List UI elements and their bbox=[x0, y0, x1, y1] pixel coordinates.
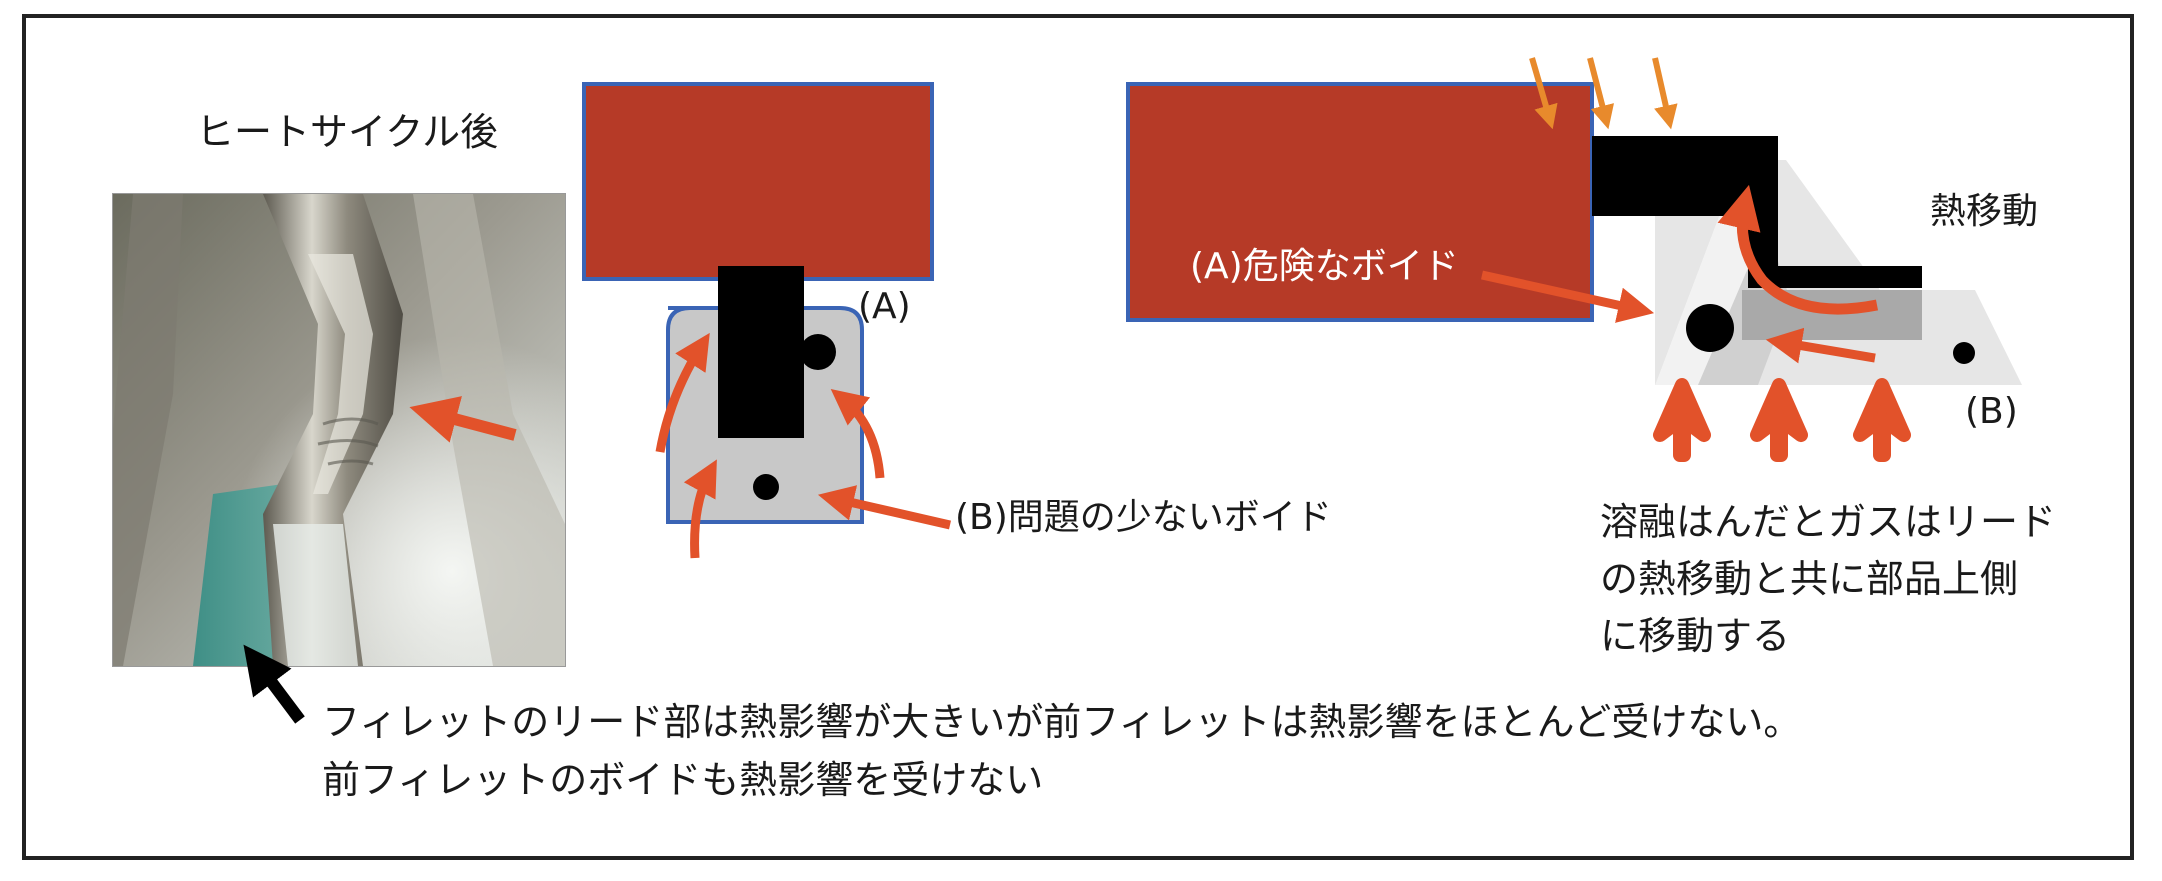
photo-fillet-arrow bbox=[409, 396, 517, 443]
right-void-b bbox=[1953, 342, 1975, 364]
left-void-b-arrow bbox=[817, 485, 952, 530]
right-explanation-line-1: 溶融はんだとガスはリード bbox=[1600, 500, 2057, 544]
left-void-b bbox=[753, 474, 779, 500]
right-flow-arrow-horizontal bbox=[1765, 327, 1876, 364]
bottom-caption-line-1: フィレットのリード部は熱影響が大きいが前フィレットは熱影響をほとんど受けない。 bbox=[322, 700, 1802, 744]
right-label-b: (B) bbox=[1965, 391, 2018, 432]
left-flow-arrow-1 bbox=[655, 332, 710, 453]
left-flow-arrow-2 bbox=[683, 459, 717, 559]
heat-arrow-2 bbox=[1587, 57, 1615, 130]
right-fillet-shadow bbox=[1742, 290, 1922, 340]
left-void-a bbox=[800, 334, 836, 370]
left-label-b: (B)問題の少ないボイド bbox=[955, 497, 1332, 538]
right-label-a: (A)危険なボイド bbox=[1190, 246, 1459, 287]
left-flow-arrow-3 bbox=[830, 389, 885, 479]
right-flow-arrow-curve bbox=[1717, 184, 1879, 315]
heat-transfer-label: 熱移動 bbox=[1930, 191, 2039, 232]
left-lead bbox=[718, 266, 804, 438]
bottom-heat-arrows bbox=[1653, 378, 1911, 462]
heat-arrow-1 bbox=[1529, 57, 1558, 130]
heat-arrow-3 bbox=[1652, 57, 1678, 130]
right-void-a bbox=[1686, 304, 1734, 352]
figure-frame bbox=[22, 14, 2134, 860]
bottom-caption-line-2: 前フィレットのボイドも熱影響を受けない bbox=[322, 758, 1044, 802]
right-explanation-line-2: の熱移動と共に部品上側 bbox=[1600, 557, 2019, 601]
left-label-a: (A) bbox=[858, 286, 911, 327]
photo-caption: ヒートサイクル後 bbox=[196, 110, 499, 154]
right-explanation-line-3: に移動する bbox=[1600, 614, 1791, 658]
photo-lead-arrow bbox=[243, 644, 305, 724]
right-void-a-arrow bbox=[1481, 270, 1655, 323]
left-component-body bbox=[582, 82, 934, 281]
